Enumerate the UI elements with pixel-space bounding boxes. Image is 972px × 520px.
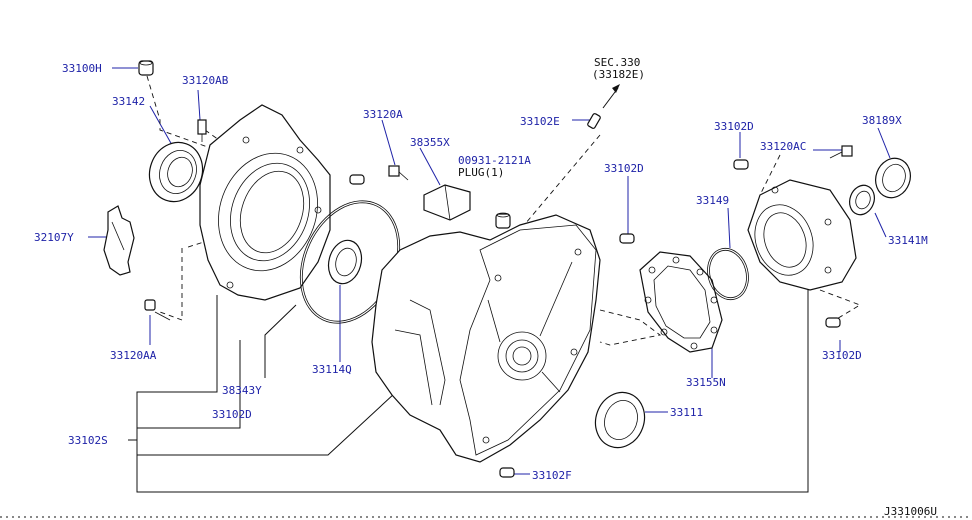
callout-33120ac: 33120AC — [760, 140, 806, 153]
part-plug — [495, 212, 511, 229]
part-33142-seal — [148, 141, 204, 203]
callout-33120a: 33120A — [363, 108, 403, 121]
callout-38343y: 38343Y — [222, 384, 262, 397]
part-33155n-gasket — [639, 251, 723, 353]
part-33149-oring — [707, 247, 749, 301]
callout-labels: 33100H 33120AB 33142 32107Y 33120AA 3312… — [34, 56, 928, 482]
part-33120a-bolt — [388, 165, 409, 181]
callout-38355x: 38355X — [410, 136, 450, 149]
callout-33102f: 33102F — [532, 469, 572, 482]
callout-33102d-bottom: 33102D — [212, 408, 252, 421]
part-38189x — [875, 157, 911, 199]
callout-33142: 33142 — [112, 95, 145, 108]
diagram-code: J331006U — [884, 505, 937, 518]
callout-33155n: 33155N — [686, 376, 726, 389]
part-dowel-pin-left — [349, 174, 365, 185]
bracket-lines — [128, 288, 809, 493]
part-33120ac-bolt — [829, 145, 853, 159]
part-33102d-pin-right — [825, 317, 841, 328]
part-front-case — [199, 104, 331, 301]
part-38355x — [423, 184, 471, 221]
callout-33100h: 33100H — [62, 62, 102, 75]
part-33102e-pin — [587, 84, 620, 129]
callout-plug: PLUG(1) — [458, 166, 504, 179]
callout-33102d-top: 33102D — [714, 120, 754, 133]
callout-33114q: 33114Q — [312, 363, 352, 376]
callout-33102s: 33102S — [68, 434, 108, 447]
callout-33102e: 33102E — [520, 115, 560, 128]
part-rear-extension — [747, 179, 857, 291]
callout-33102d-right: 33102D — [822, 349, 862, 362]
part-33114q-seal — [327, 239, 363, 285]
part-33102d-pin-top — [733, 159, 749, 170]
sec-ref-line2: (33182E) — [592, 68, 645, 81]
part-32107y-bracket — [103, 205, 135, 276]
part-33102d-pin-mid — [619, 233, 635, 244]
part-33100h — [138, 60, 154, 76]
sec-ref-line1: SEC.330 — [594, 56, 640, 69]
part-33120ab-bolt — [197, 119, 207, 142]
part-33102f-pin — [499, 467, 515, 478]
callout-33120ab: 33120AB — [182, 74, 229, 87]
part-transfer-case-main — [371, 214, 601, 463]
callout-33102d-mid: 33102D — [604, 162, 644, 175]
callout-33120aa: 33120AA — [110, 349, 157, 362]
callout-32107y: 32107Y — [34, 231, 74, 244]
callout-33141m: 33141M — [888, 234, 928, 247]
callout-33111: 33111 — [670, 406, 703, 419]
callout-00931-2121a: 00931-2121A — [458, 154, 531, 167]
part-33111-seal — [594, 391, 646, 449]
leader-lines — [88, 67, 891, 475]
part-33141m-seal — [849, 184, 875, 216]
callout-33149: 33149 — [696, 194, 729, 207]
part-33120aa-bolt — [144, 299, 171, 321]
callout-38189x: 38189X — [862, 114, 902, 127]
